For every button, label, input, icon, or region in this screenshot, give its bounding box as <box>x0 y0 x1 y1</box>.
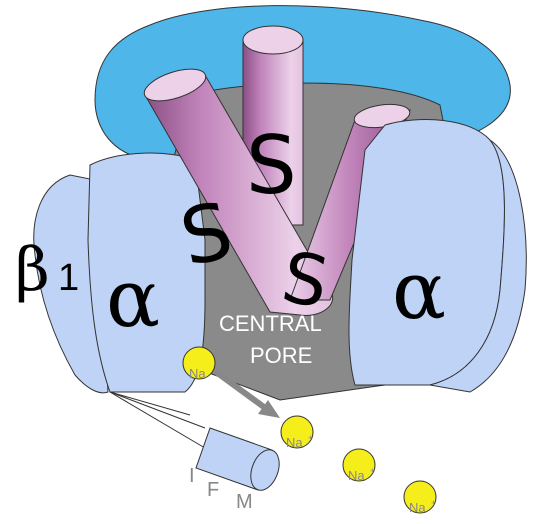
beta-label: β <box>15 235 50 305</box>
sodium-ion: Na + <box>281 416 313 450</box>
beta-subscript-label: 1 <box>58 257 79 299</box>
ifm-loop-lines <box>110 392 205 448</box>
ifm-label-f: F <box>207 479 219 501</box>
sodium-ion: Na + <box>343 449 375 483</box>
svg-text:Na: Na <box>286 435 303 450</box>
ifm-label-m: M <box>236 491 253 513</box>
svg-text:Na: Na <box>409 500 426 515</box>
segment-s-top-label: S <box>246 119 297 212</box>
alpha-left-label: α <box>106 252 160 345</box>
svg-text:+: + <box>431 498 436 508</box>
ifm-label-i: I <box>189 465 195 487</box>
sodium-ion: Na + <box>404 481 436 515</box>
svg-text:+: + <box>308 433 313 443</box>
central-pore-label-line1: CENTRAL <box>219 311 322 336</box>
svg-text:Na: Na <box>348 468 365 483</box>
central-pore-label-line2: PORE <box>250 343 312 368</box>
svg-text:+: + <box>370 466 375 476</box>
alpha-right-label: α <box>392 244 446 337</box>
svg-text:Na: Na <box>189 366 206 381</box>
